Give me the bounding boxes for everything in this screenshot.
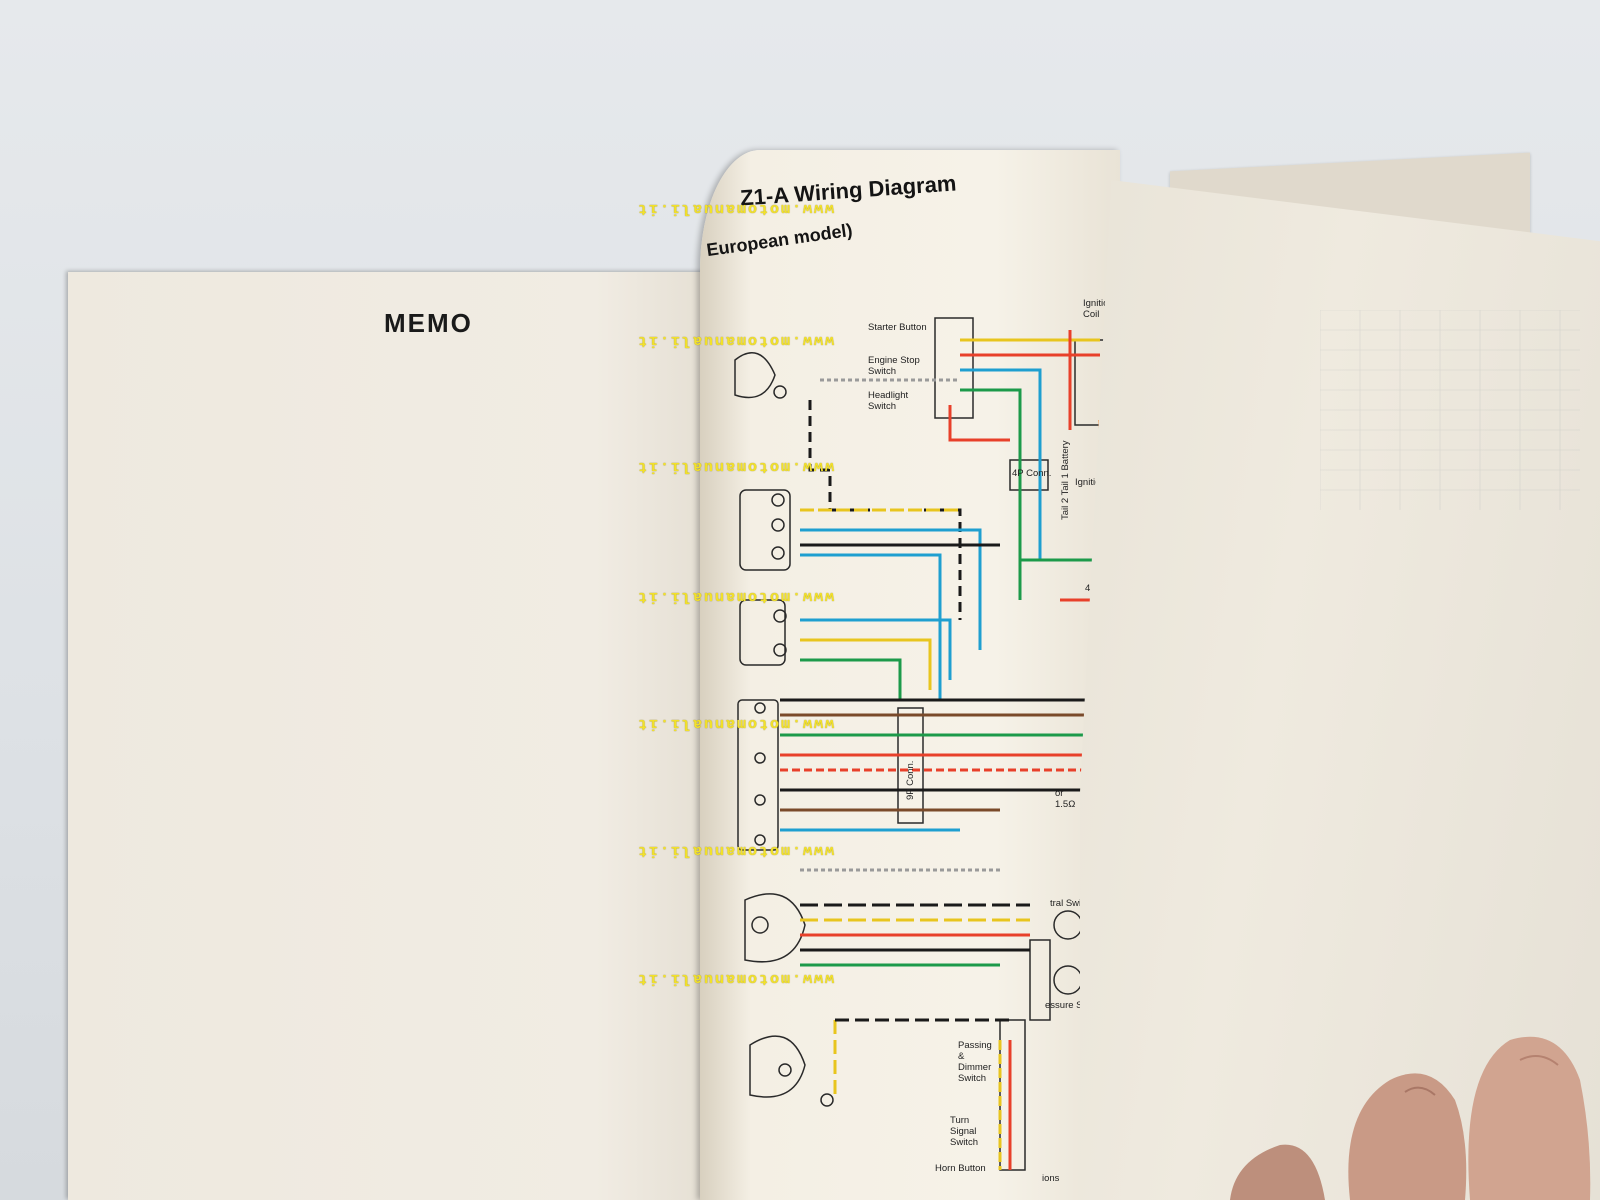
memo-title: MEMO [384,308,473,338]
label-pressure-switch: essure S [1045,1000,1083,1011]
watermark: www.motomanuali.it [636,200,835,217]
label-passing-dimmer-switch: Passing & Dimmer Switch [958,1040,992,1084]
grid-show-through [1320,310,1580,510]
wiring-diagram-page [700,150,1120,1200]
memo-page [68,272,728,1200]
label-turn-signal-switch: Turn Signal Switch [950,1115,978,1148]
label-4p-conn-top: 4P Conn. [1012,468,1052,479]
label-horn-button: Horn Button [935,1163,986,1174]
label-tail-battery: Tail 2 Tail 1 Battery [1060,440,1071,520]
wires [780,330,1102,1170]
watermark: www.motomanuali.it [636,332,835,349]
watermark: www.motomanuali.it [636,842,835,859]
9p-connector [897,707,924,824]
flipping-page [1080,180,1600,1200]
label-engine-stop-switch: Engine Stop Switch [868,355,920,377]
hand-fingers [1230,1036,1591,1200]
watermark: www.motomanuali.it [636,588,835,605]
headlight-lamp [734,351,787,399]
label-ignition-coil: Ignition Coil [1083,298,1114,320]
label-headlight-switch: Headlight Switch [868,390,909,412]
label-neutral-switch: tral Swit [1050,898,1084,909]
turn-signal-lamps [737,489,834,1107]
label-9p-conn: 9P Conn. [905,760,916,800]
watermark: www.motomanuali.it [636,715,835,732]
label-ions: ions [1042,1173,1060,1184]
watermark: www.motomanuali.it [636,970,835,987]
watermark: www.motomanuali.it [636,458,835,475]
label-ignition-switch: Ignition S [1075,477,1115,488]
label-resistor: or 1.5Ω [1055,788,1076,810]
label-starter-button: Starter Button [868,322,927,333]
